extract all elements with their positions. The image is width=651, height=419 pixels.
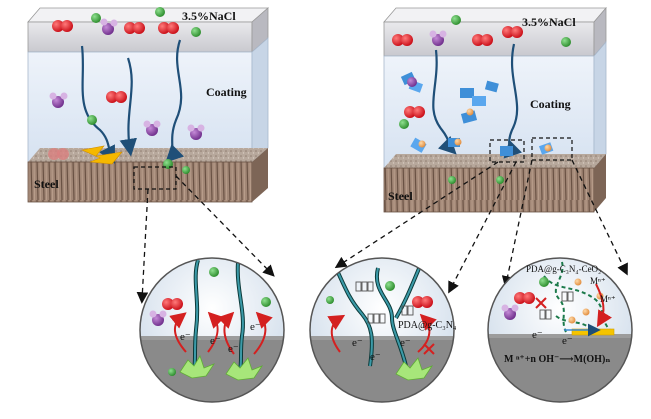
zoom3-electron-label-1: e⁻: [532, 329, 543, 341]
left-zoom-selection: [133, 166, 177, 190]
left-corrosion-spark: [80, 145, 123, 165]
left-water-molecules: [49, 18, 205, 140]
zoom3-blocked-mark: [535, 297, 547, 309]
right-zoom-selection-2: [531, 137, 573, 161]
right-nacl-label: 3.5%NaCl: [522, 15, 576, 29]
right-zoom-selection-1: [489, 139, 525, 163]
left-coating-label: Coating: [206, 85, 247, 99]
zoom3-reaction-equation: M ⁿ⁺+n OH⁻⟶M(OH)ₙ: [504, 354, 610, 365]
zoom2-nanosheets: [355, 281, 414, 324]
zoom1-corrosion-pit-2: [225, 357, 264, 381]
right-ceria-particles: [418, 108, 552, 152]
right-water-molecules: [407, 30, 447, 87]
zoom-circle-1: e⁻ e⁻ e⁻ e⁻: [139, 257, 285, 403]
left-coating-layer: [27, 51, 253, 163]
right-chloride-ions: [399, 15, 571, 184]
zoom3-metal-ion-label-1: Mⁿ⁺: [590, 276, 606, 286]
zoom2-electron-label-2: e⁻: [370, 351, 381, 363]
zoom1-electron-label-2: e⁻: [210, 335, 221, 347]
right-steel-substrate: [383, 167, 595, 213]
zoom2-corrosion-pit: [395, 357, 434, 381]
right-oxygen-molecules: [392, 26, 523, 118]
zoom2-electron-label-1: e⁻: [352, 337, 363, 349]
left-nacl-label: 3.5%NaCl: [182, 9, 236, 23]
zoom2-electron-label-3: e⁻: [400, 337, 411, 349]
zoom3-filler-label: PDA@g-C₃N₄-CeO₂: [526, 264, 601, 274]
left-chloride-ions: [87, 7, 201, 174]
right-coating-label: Coating: [530, 97, 571, 111]
left-crack-path-1: [80, 45, 115, 164]
zoom3-metal-ion-label-2: Mⁿ⁺: [600, 294, 616, 304]
left-crack-path-2: [119, 57, 137, 157]
zoom1-electron-label-3: e⁻: [228, 343, 239, 355]
left-steel-label: Steel: [34, 177, 59, 191]
zoom-circle-2: PDA@g-C₃N₄ e⁻ e⁻ e⁻: [309, 257, 457, 403]
zoom1-corrosion-pit-1: [179, 355, 216, 379]
zoom1-electron-label-4: e⁻: [250, 321, 261, 333]
zoom3-nanosheets: [539, 291, 574, 320]
right-steel-label: Steel: [388, 189, 413, 203]
zoom-circle-3: PDA@g-C₃N₄-CeO₂ Mⁿ⁺ Mⁿ⁺ e⁻ e⁻ M ⁿ⁺+n OH⁻…: [487, 257, 633, 403]
zoom2-blocked-mark: [423, 343, 435, 355]
left-panel: 3.5%NaCl Coating Steel: [27, 7, 270, 203]
right-panel: 3.5%NaCl Coating Steel: [383, 6, 607, 213]
zoom1-electron-label-1: e⁻: [180, 331, 191, 343]
left-oxygen-molecules: [48, 20, 179, 160]
zoom2-filler-label: PDA@g-C₃N₄: [398, 320, 457, 331]
left-steel-substrate: [27, 161, 253, 203]
left-crack-path-3: [165, 39, 184, 163]
zoom3-electron-label-2: e⁻: [562, 335, 573, 347]
zoom-connectors: [136, 159, 628, 304]
